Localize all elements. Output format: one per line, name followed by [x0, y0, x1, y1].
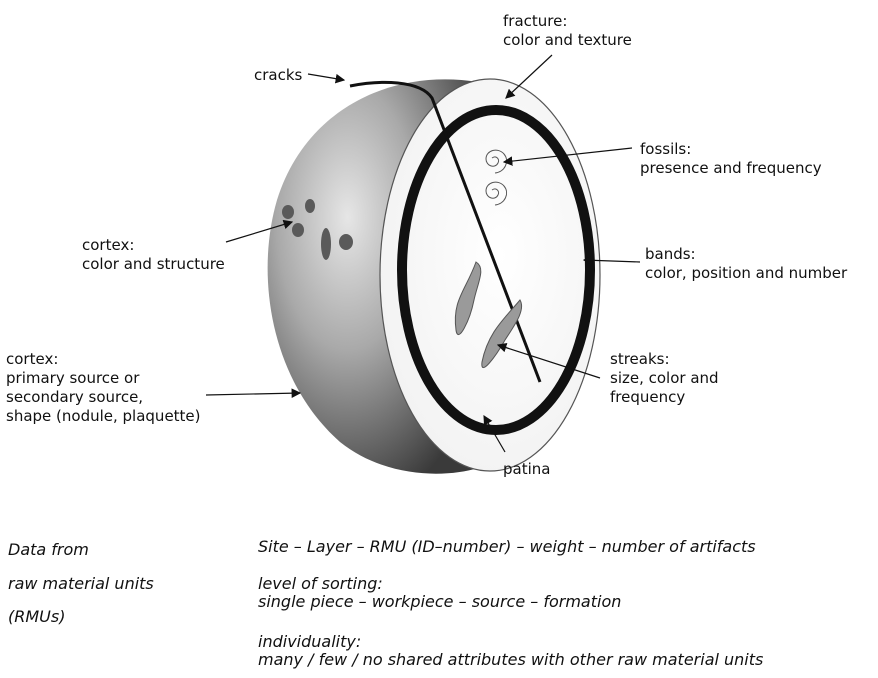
label-fracture-detail: color and texture: [503, 31, 632, 50]
data-heading-line2: raw material units: [8, 574, 154, 593]
label-cortex-color-title: cortex:: [82, 236, 225, 255]
label-cortex-source: cortex: primary source or secondary sour…: [6, 350, 201, 426]
data-heading-line3: (RMUs): [8, 607, 65, 626]
label-streaks-line1: size, color and: [610, 369, 719, 388]
data-row-individuality-title: individuality:: [258, 632, 361, 651]
label-cortex-source-line1: primary source or: [6, 369, 201, 388]
data-row-individuality-detail: many / few / no shared attributes with o…: [258, 650, 763, 669]
label-fossils-title: fossils:: [640, 140, 822, 159]
data-row-site: Site – Layer – RMU (ID–number) – weight …: [258, 537, 756, 556]
label-patina-title: patina: [503, 460, 550, 479]
label-fracture-title: fracture:: [503, 12, 632, 31]
fracture-face: [380, 79, 600, 471]
label-cortex-source-line2: secondary source,: [6, 388, 201, 407]
label-bands-detail: color, position and number: [645, 264, 847, 283]
label-cortex-source-title: cortex:: [6, 350, 201, 369]
label-fossils: fossils: presence and frequency: [640, 140, 822, 178]
label-cortex-color: cortex: color and structure: [82, 236, 225, 274]
label-cortex-color-detail: color and structure: [82, 255, 225, 274]
label-cracks-title: cracks: [254, 66, 302, 85]
data-row-sorting-title: level of sorting:: [258, 574, 383, 593]
label-streaks-title: streaks:: [610, 350, 719, 369]
label-streaks-line2: frequency: [610, 388, 719, 407]
label-bands-title: bands:: [645, 245, 847, 264]
label-fossils-detail: presence and frequency: [640, 159, 822, 178]
label-patina: patina: [503, 460, 550, 479]
label-bands: bands: color, position and number: [645, 245, 847, 283]
label-cortex-source-line3: shape (nodule, plaquette): [6, 407, 201, 426]
label-fracture: fracture: color and texture: [503, 12, 632, 50]
data-heading-line1: Data from: [8, 540, 89, 559]
label-cracks: cracks: [254, 66, 302, 85]
data-row-sorting-detail: single piece – workpiece – source – form…: [258, 592, 621, 611]
label-streaks: streaks: size, color and frequency: [610, 350, 719, 407]
